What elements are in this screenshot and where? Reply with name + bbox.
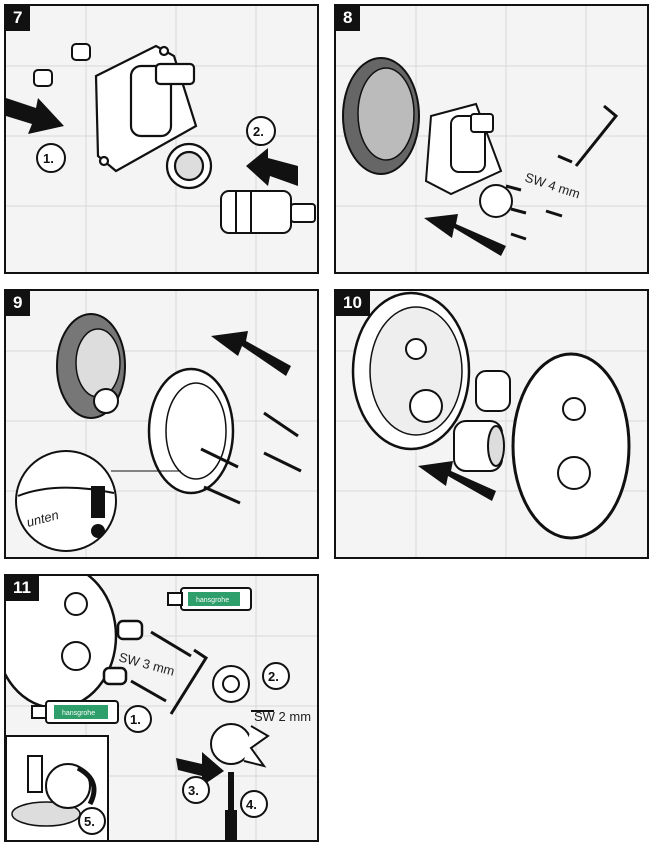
grease-tube-top: hansgrohe bbox=[167, 587, 252, 611]
wrench-size-label: SW 4 mm bbox=[523, 170, 582, 202]
handle-assembly bbox=[210, 665, 270, 768]
detail-magnifier: unten bbox=[15, 450, 181, 552]
screws-and-sleeves bbox=[102, 619, 192, 703]
step-label: 1. bbox=[130, 712, 141, 727]
step-label: 4. bbox=[246, 797, 257, 812]
valve-body bbox=[94, 44, 213, 190]
step-number-badge: 8 bbox=[336, 6, 361, 31]
illustration-step-11: hansgrohe hansgrohe SW 3 mm SW 2 mm bbox=[6, 576, 317, 840]
valve-caps bbox=[33, 43, 91, 87]
step-number-badge: 9 bbox=[6, 291, 31, 316]
brand-label: hansgrohe bbox=[196, 597, 229, 604]
step-label: 3. bbox=[188, 783, 199, 798]
screws bbox=[200, 411, 302, 505]
screwdriver-icon bbox=[225, 772, 237, 840]
brand-label: hansgrohe bbox=[62, 710, 95, 717]
arrow-left-icon bbox=[211, 331, 291, 376]
arrow-right-icon bbox=[176, 752, 224, 786]
arrow-left-icon bbox=[424, 214, 506, 256]
screws bbox=[505, 154, 573, 241]
valve-body bbox=[424, 102, 513, 218]
grease-tube-bottom: hansgrohe bbox=[31, 700, 119, 724]
step-markers: 1. 2. bbox=[36, 116, 276, 173]
mounting-plate bbox=[56, 313, 126, 419]
panel-step-10: 10 bbox=[334, 289, 649, 559]
illustration-step-8: SW 4 mm bbox=[336, 6, 647, 272]
panel-step-9: 9 unten bbox=[4, 289, 319, 559]
hex-key-icon bbox=[574, 104, 619, 167]
hex-key-icon bbox=[169, 648, 209, 715]
step-label: 2. bbox=[268, 669, 279, 684]
panel-step-7: 7 1. 2. bbox=[4, 4, 319, 274]
step-number-badge: 7 bbox=[6, 6, 31, 31]
cartridge bbox=[220, 190, 316, 234]
illustration-step-7: 1. 2. bbox=[6, 6, 317, 272]
step-label: 5. bbox=[84, 814, 95, 829]
step-markers: 1. 2. 3. 4. 5. bbox=[78, 662, 290, 835]
step-number-badge: 11 bbox=[6, 576, 39, 601]
illustration-step-10 bbox=[336, 291, 647, 557]
panel-step-11: 11 hansgrohe hansgrohe bbox=[4, 574, 319, 842]
step-number-badge: 10 bbox=[336, 291, 370, 316]
arrow-left-icon bbox=[418, 461, 496, 501]
arrow-right-icon bbox=[6, 98, 64, 134]
extension-sleeves bbox=[453, 370, 511, 472]
arrow-left-icon bbox=[246, 148, 298, 186]
mounting-plate bbox=[342, 57, 420, 175]
sealing-ring bbox=[147, 367, 235, 495]
step-label: 1. bbox=[43, 151, 54, 166]
illustration-step-9: unten bbox=[6, 291, 317, 557]
wrench-size-label: SW 2 mm bbox=[254, 709, 311, 724]
step-label: 2. bbox=[253, 124, 264, 139]
cover-plate bbox=[511, 352, 631, 540]
mounting-plate bbox=[351, 291, 471, 451]
panel-step-8: 8 SW 4 mm bbox=[334, 4, 649, 274]
